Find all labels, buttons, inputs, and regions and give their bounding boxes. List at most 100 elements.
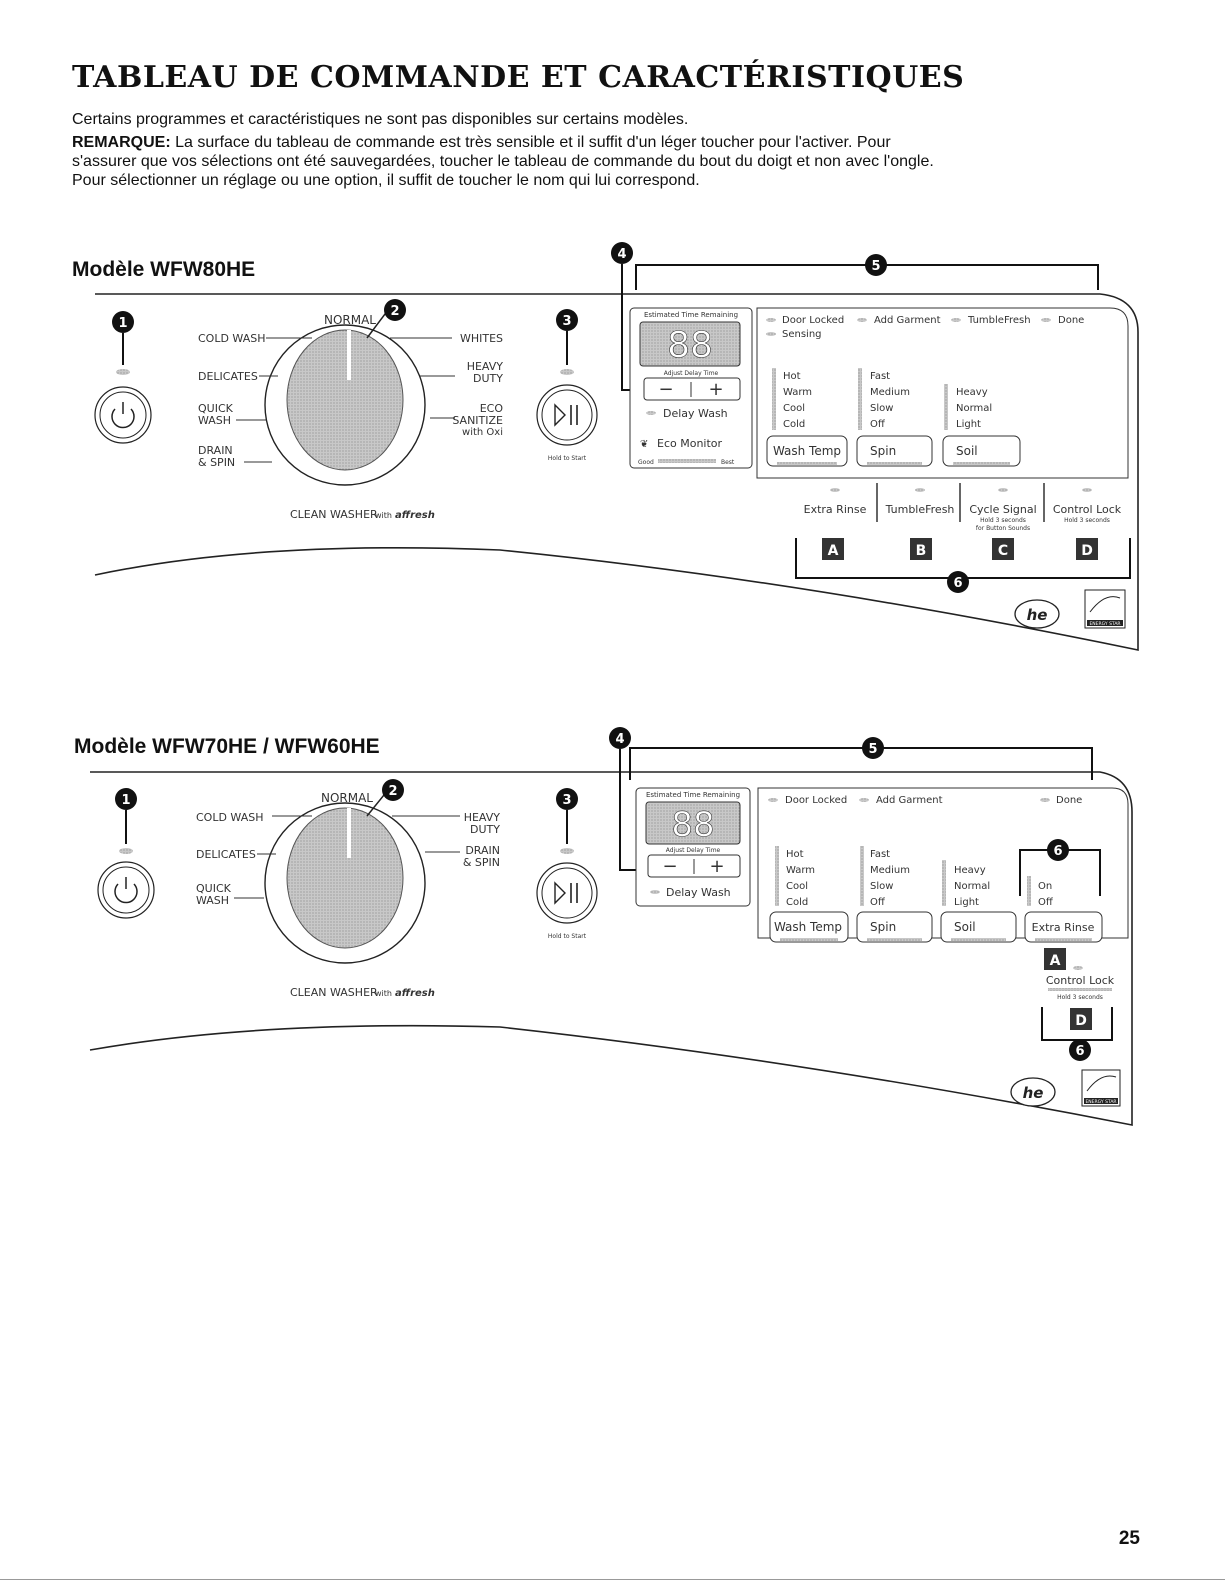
dial-duty[interactable]: DUTY (470, 823, 500, 836)
dial-heavy[interactable]: HEAVY (467, 360, 504, 373)
energy-star-logo: ENERGY STAR (1081, 1069, 1121, 1107)
temp-level-bar (772, 368, 776, 430)
dial-quick[interactable]: QUICK (198, 402, 234, 415)
dial-cold-wash[interactable]: COLD WASH (196, 811, 264, 824)
dial-clean-washer[interactable]: CLEAN WASHER (290, 508, 378, 521)
dial-eco[interactable]: ECO (480, 402, 504, 415)
dial-heavy[interactable]: HEAVY (464, 811, 501, 824)
dial-sanitize[interactable]: SANITIZE (452, 414, 503, 427)
dial-delicates[interactable]: DELICATES (198, 370, 258, 383)
adjust-delay-label: Adjust Delay Time (664, 370, 719, 377)
intro-text: Certains programmes et caractéristiques … (72, 111, 689, 128)
soil-heavy: Heavy (956, 387, 988, 398)
dial-whites[interactable]: WHITES (460, 332, 503, 345)
power-button[interactable] (94, 386, 152, 444)
spin-button[interactable]: Spin (856, 435, 933, 467)
adjust-delay-label: Adjust Delay Time (666, 847, 721, 854)
delay-plus-button[interactable]: + (708, 379, 723, 400)
spin-slow: Slow (870, 881, 893, 892)
callout-1: 1 (112, 311, 134, 365)
control-lock-led (1073, 966, 1083, 970)
option-control-lock[interactable]: Control Lock (1053, 503, 1122, 516)
svg-text:Wash Temp: Wash Temp (773, 444, 841, 458)
soil-button[interactable]: Soil (940, 911, 1017, 943)
delay-wash-button[interactable]: Delay Wash (666, 886, 731, 899)
cycle-dial[interactable] (264, 789, 426, 964)
dial-delicates[interactable]: DELICATES (196, 848, 256, 861)
dial-quick[interactable]: QUICK (196, 882, 232, 895)
status-tumblefresh: TumbleFresh (967, 315, 1031, 326)
status-done: Done (1056, 795, 1082, 806)
callout-5: 5 (629, 737, 1093, 780)
status-sensing: Sensing (782, 329, 822, 340)
control-lock-option[interactable]: Control Lock (1046, 974, 1115, 987)
dial-and-spin[interactable]: & SPIN (198, 456, 235, 469)
option-label-d: D (1070, 1008, 1092, 1030)
svg-text:1: 1 (118, 316, 127, 331)
spin-fast: Fast (870, 849, 890, 860)
extra-rinse-button[interactable]: Extra Rinse (1024, 911, 1103, 943)
cycle-dial[interactable] (264, 309, 426, 486)
dial-drain[interactable]: DRAIN (198, 444, 233, 457)
dial-cold-wash[interactable]: COLD WASH (198, 332, 266, 345)
delay-minus-button[interactable]: − (658, 379, 673, 400)
svg-text:5: 5 (868, 742, 877, 757)
page-title: TABLEAU DE COMMANDE ET CARACTÉRISTIQUES (72, 60, 965, 95)
power-button[interactable] (97, 861, 155, 919)
start-led (560, 848, 574, 854)
callout-6-bottom: 6 (1041, 1007, 1113, 1061)
svg-text:4: 4 (617, 247, 626, 262)
status-add-garment: Add Garment (874, 315, 941, 326)
eco-best-label: Best (721, 459, 735, 466)
dial-drain[interactable]: DRAIN (465, 844, 500, 857)
dial-wash[interactable]: WASH (198, 414, 231, 427)
svg-text:2: 2 (390, 304, 399, 319)
delay-wash-button[interactable]: Delay Wash (663, 407, 728, 420)
svg-text:ENERGY STAR: ENERGY STAR (1089, 621, 1120, 627)
callout-5: 5 (635, 254, 1099, 290)
he-logo: he (1010, 1077, 1056, 1107)
svg-text:Wash Temp: Wash Temp (774, 920, 842, 934)
option-cycle-signal[interactable]: Cycle Signal (969, 503, 1036, 516)
svg-text:2: 2 (388, 784, 397, 799)
callout-4: 4 (609, 727, 640, 871)
dial-duty[interactable]: DUTY (473, 372, 503, 385)
wash-temp-button[interactable]: Wash Temp (769, 911, 849, 943)
svg-text:he: he (1027, 606, 1048, 624)
svg-text:1: 1 (121, 793, 130, 808)
svg-text:6: 6 (953, 576, 962, 591)
option-extra-rinse[interactable]: Extra Rinse (804, 503, 867, 516)
dial-clean-washer[interactable]: CLEAN WASHER (290, 986, 378, 999)
soil-heavy: Heavy (954, 865, 986, 876)
wash-temp-button[interactable]: Wash Temp (766, 435, 848, 467)
energy-star-logo: ENERGY STAR (1084, 589, 1126, 629)
soil-light: Light (954, 897, 979, 908)
delay-plus-button[interactable]: + (709, 856, 724, 877)
note-label: REMARQUE: (72, 134, 171, 151)
svg-text:A: A (828, 543, 839, 559)
power-led (119, 848, 133, 854)
power-icon (114, 877, 138, 904)
dial-wash[interactable]: WASH (196, 894, 229, 907)
start-pause-button[interactable] (536, 862, 598, 924)
delay-adjust-control (643, 377, 741, 401)
dial-normal[interactable]: NORMAL (324, 313, 376, 327)
soil-button[interactable]: Soil (942, 435, 1021, 467)
dial-with: with (375, 989, 392, 998)
play-pause-icon (554, 881, 578, 905)
svg-text:4: 4 (615, 732, 624, 747)
svg-text:D: D (1081, 543, 1093, 559)
spin-fast: Fast (870, 371, 890, 382)
model2-control-panel: 1 2 NORMAL COLD WASH DELICATES QUICK WAS… (89, 727, 1133, 1126)
spin-button[interactable]: Spin (856, 911, 933, 943)
time-display (645, 801, 741, 845)
dial-and-spin[interactable]: & SPIN (463, 856, 500, 869)
status-add-garment: Add Garment (876, 795, 943, 806)
cycle-signal-hint-1: Hold 3 seconds (980, 517, 1026, 524)
affresh-logo: affresh (395, 510, 435, 521)
est-time-label: Estimated Time Remaining (646, 791, 740, 799)
start-pause-button[interactable] (536, 384, 598, 446)
delay-minus-button[interactable]: − (662, 856, 677, 877)
dial-normal[interactable]: NORMAL (321, 791, 373, 805)
option-tumblefresh[interactable]: TumbleFresh (885, 503, 955, 516)
